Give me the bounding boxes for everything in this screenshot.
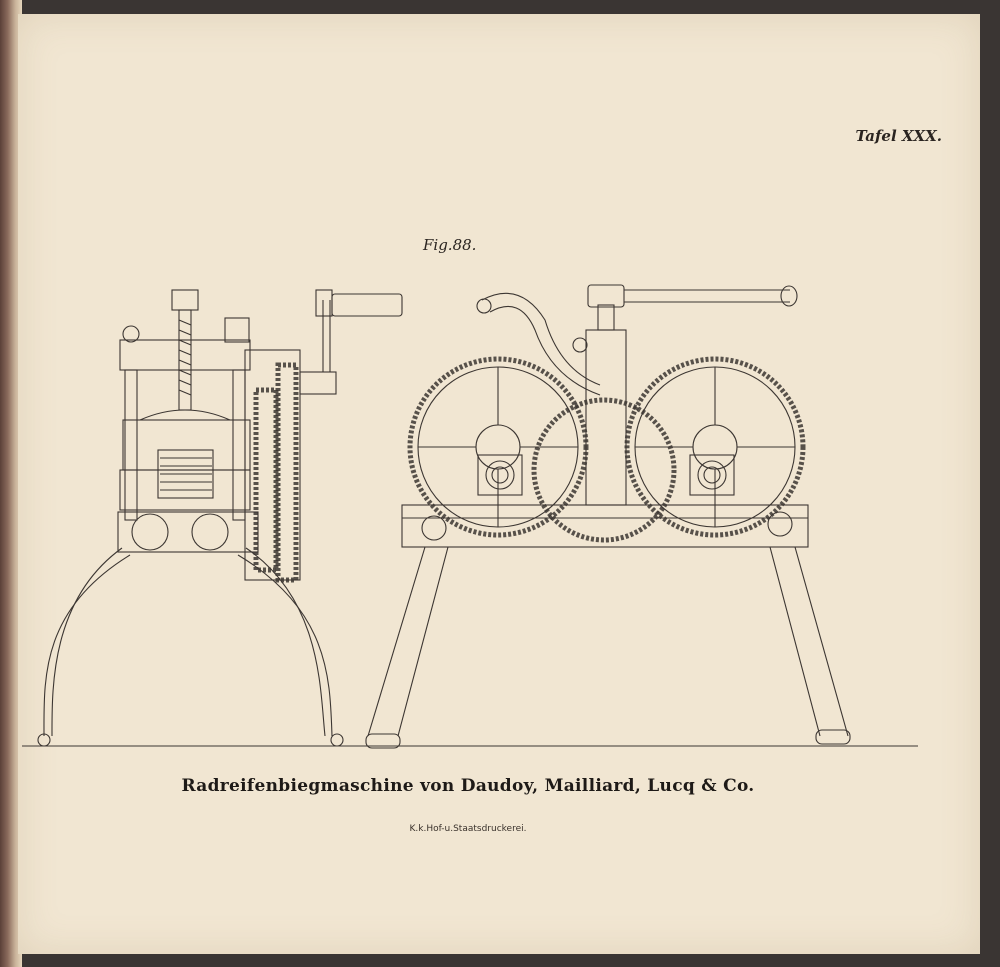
- printer-imprint: K.k.Hof-u.Staatsdruckerei.: [409, 824, 527, 834]
- plate-caption: Radreifenbiegmaschine von Daudoy, Mailli…: [181, 776, 755, 796]
- crank-handle: [331, 293, 403, 317]
- side-view: [37, 289, 403, 747]
- machine-table: [401, 504, 809, 548]
- machine-drawing: [22, 284, 918, 749]
- book-binding: [0, 0, 22, 967]
- plate-number: Tafel XXX.: [855, 127, 943, 145]
- frame-crosshead: [119, 339, 251, 371]
- roller-block: [157, 449, 214, 499]
- bearing-right: [689, 454, 735, 496]
- center-column: [585, 329, 627, 506]
- screw-cap: [171, 289, 199, 311]
- figure-number: Fig.88.: [423, 236, 477, 254]
- gear-center: [531, 397, 677, 543]
- front-view: [365, 284, 851, 749]
- plate-page: Tafel XXX. Fig.88.: [18, 14, 980, 954]
- bearing-left: [477, 454, 523, 496]
- gear-right: [624, 356, 806, 538]
